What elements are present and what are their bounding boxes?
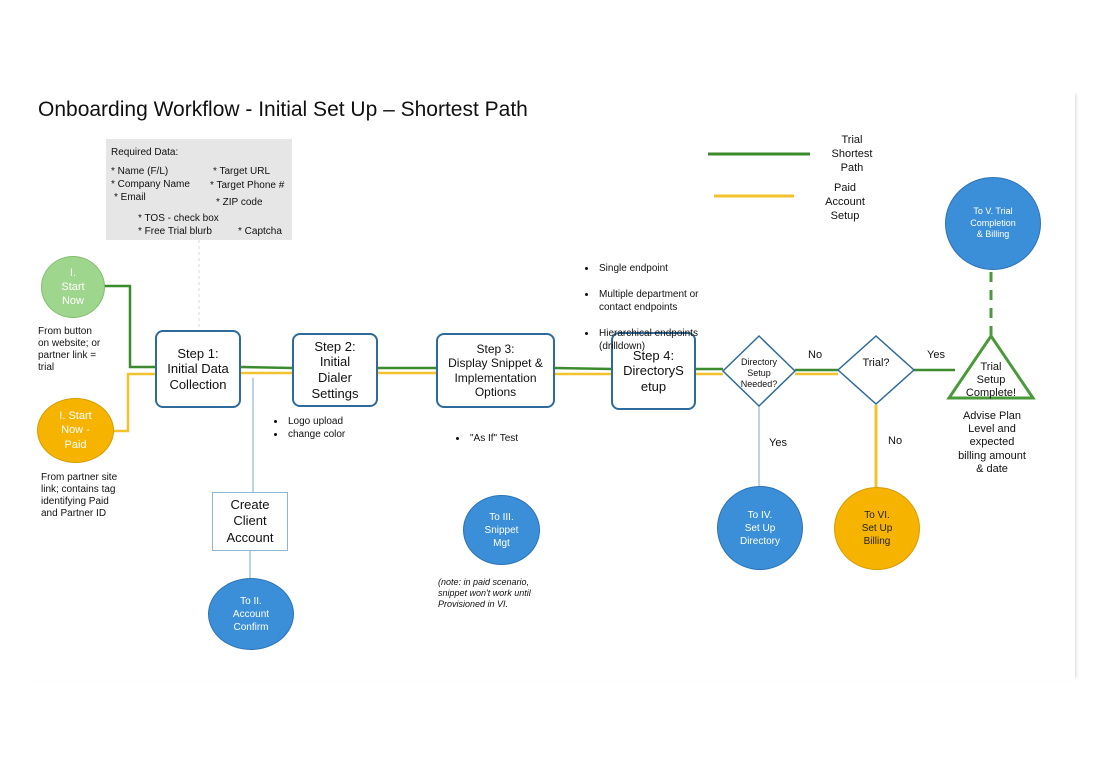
to-set-up-directory-node[interactable]: To IV. Set Up Directory bbox=[717, 486, 803, 570]
to-snippet-mgt-node[interactable]: To III. Snippet Mgt bbox=[463, 495, 540, 565]
step4-bullet: Multiple department or contact endpoints bbox=[597, 288, 757, 314]
to-trial-completion-node[interactable]: To V. Trial Completion & Billing bbox=[945, 177, 1041, 270]
required-company: * Company Name bbox=[111, 179, 190, 190]
start-paid-note: From partner site link; contains tag ide… bbox=[41, 472, 118, 519]
trial-complete-note: Advise Plan Level and expected billing a… bbox=[958, 410, 1026, 475]
step3-label: Step 3: Display Snippet & Implementation… bbox=[448, 341, 543, 399]
trial-decision-diamond bbox=[836, 334, 916, 406]
step2-bullet: Logo upload bbox=[286, 415, 396, 428]
to-account-confirm-label: To II. Account Confirm bbox=[232, 595, 270, 633]
step3-box[interactable]: Step 3: Display Snippet & Implementation… bbox=[436, 333, 555, 408]
required-free-trial: * Free Trial blurb bbox=[138, 226, 212, 237]
required-email: * Email bbox=[114, 192, 146, 203]
legend-paid-label: Paid Account Setup bbox=[825, 182, 865, 222]
step4-bullet: Single endpoint bbox=[597, 262, 757, 275]
required-captcha: * Captcha bbox=[238, 226, 282, 237]
step4-box[interactable]: Step 4: DirectoryS etup bbox=[611, 332, 696, 410]
required-data-heading: Required Data: bbox=[111, 147, 179, 158]
required-zip: * ZIP code bbox=[216, 197, 263, 208]
snippet-note: (note: in paid scenario, snippet won't w… bbox=[438, 577, 531, 609]
directory-yes-label: Yes bbox=[769, 437, 787, 449]
step2-bullets: Logo upload change color bbox=[268, 415, 396, 441]
paid-path-start bbox=[112, 372, 157, 433]
trial-s1-s2 bbox=[240, 365, 294, 370]
required-target-url: * Target URL bbox=[213, 166, 271, 177]
trial-complete-triangle bbox=[946, 333, 1036, 400]
step3-bullets: "As If" Test bbox=[450, 432, 578, 445]
to-set-up-directory-label: To IV. Set Up Directory bbox=[739, 509, 780, 547]
to-set-up-billing-node[interactable]: To VI. Set Up Billing bbox=[834, 487, 920, 570]
trial-complete-label: Trial Setup Complete! bbox=[965, 361, 1017, 400]
step2-bullet: change color bbox=[286, 428, 396, 441]
required-data-box: Required Data: * Name (F/L) * Company Na… bbox=[106, 139, 292, 240]
step1-box[interactable]: Step 1: Initial Data Collection bbox=[155, 330, 241, 408]
trial-path-start bbox=[103, 284, 157, 369]
create-client-account-box[interactable]: Create Client Account bbox=[212, 492, 288, 551]
start-trial-note: From button on website; or partner link … bbox=[38, 326, 101, 373]
to-account-confirm-node[interactable]: To II. Account Confirm bbox=[208, 578, 294, 650]
step1-label: Step 1: Initial Data Collection bbox=[167, 345, 229, 392]
required-name: * Name (F/L) bbox=[111, 166, 169, 177]
directory-no-label: No bbox=[808, 349, 823, 361]
to-set-up-billing-label: To VI. Set Up Billing bbox=[861, 510, 893, 547]
step4-bullet: Hierarchical endpoints (drilldown) bbox=[597, 327, 757, 353]
step2-box[interactable]: Step 2: Initial Dialer Settings bbox=[292, 333, 378, 407]
trial-no-label: No bbox=[888, 435, 903, 447]
step4-bullets: Single endpoint Multiple department or c… bbox=[579, 249, 757, 366]
step2-label: Step 2: Initial Dialer Settings bbox=[311, 338, 359, 401]
required-tos: * TOS - check box bbox=[138, 213, 219, 224]
directory-decision-label: Directory Setup Needed? bbox=[740, 357, 778, 389]
start-now-paid-node[interactable]: I. Start Now - Paid bbox=[37, 398, 114, 463]
step4-label: Step 4: DirectoryS etup bbox=[623, 347, 684, 394]
trial-s3-s4 bbox=[554, 366, 613, 371]
required-target-phone: * Target Phone # bbox=[210, 180, 285, 191]
page-title: Onboarding Workflow - Initial Set Up – S… bbox=[38, 98, 528, 121]
start-now-paid-label: I. Start Now - Paid bbox=[59, 410, 92, 451]
directory-decision-diamond bbox=[721, 334, 797, 408]
to-trial-completion-label: To V. Trial Completion & Billing bbox=[970, 205, 1016, 240]
trial-decision-label: Trial? bbox=[862, 357, 890, 369]
start-now-trial-node[interactable]: I. Start Now bbox=[41, 256, 105, 318]
create-client-account-label: Create Client Account bbox=[226, 497, 274, 545]
step3-bullet: "As If" Test bbox=[468, 432, 578, 445]
legend-trial-label: Trial Shortest Path bbox=[831, 134, 873, 174]
start-now-trial-label: I. Start Now bbox=[61, 266, 85, 308]
to-snippet-mgt-label: To III. Snippet Mgt bbox=[484, 511, 519, 549]
trial-yes-label: Yes bbox=[927, 349, 945, 361]
